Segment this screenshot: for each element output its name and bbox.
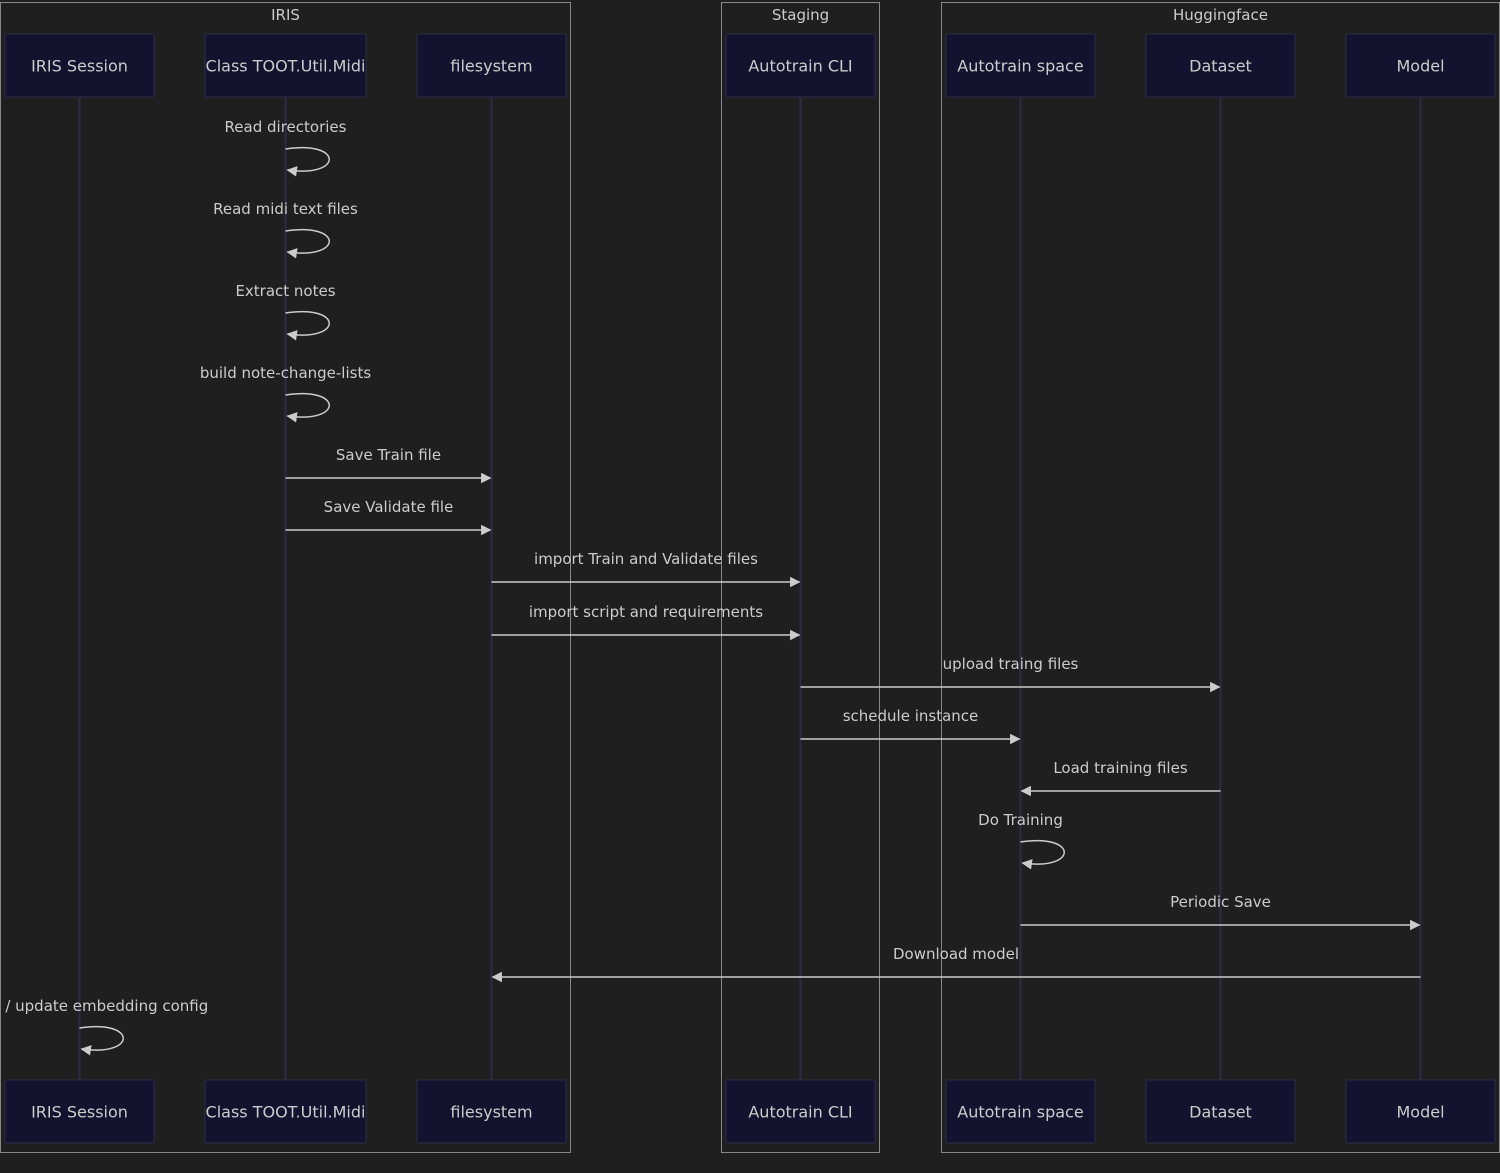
actor-autotrain-space-top[interactable]: Autotrain space bbox=[945, 33, 1096, 98]
message-label: import script and requirements bbox=[529, 603, 763, 621]
actor-box bbox=[4, 33, 155, 98]
message-label: Periodic Save bbox=[1170, 893, 1271, 911]
actor-label: Model bbox=[1396, 57, 1444, 76]
message-4: build note-change-lists bbox=[200, 364, 372, 423]
self-loop-arrow bbox=[285, 146, 330, 177]
actor-model-top[interactable]: Model bbox=[1345, 33, 1496, 98]
group-frame-iris bbox=[0, 2, 571, 1153]
actor-filesystem-bottom[interactable]: filesystem bbox=[416, 1079, 567, 1144]
actor-dataset-bottom[interactable]: Dataset bbox=[1145, 1079, 1296, 1144]
lifelines bbox=[78, 97, 1422, 1080]
actor-box bbox=[204, 33, 367, 98]
message-label: schedule instance bbox=[843, 707, 979, 725]
actor-label: Autotrain CLI bbox=[748, 1103, 852, 1122]
actor-box bbox=[1145, 1079, 1296, 1144]
message-label: Load training files bbox=[1053, 759, 1187, 777]
message-label: Save Validate file bbox=[324, 498, 454, 516]
message-9: upload traing files bbox=[800, 655, 1221, 693]
actor-box bbox=[4, 1079, 155, 1144]
actor-box bbox=[1345, 1079, 1496, 1144]
message-label: Read directories bbox=[225, 118, 347, 136]
actor-label: Class TOOT.Util.Midi bbox=[206, 57, 366, 76]
actor-box bbox=[416, 33, 567, 98]
actor-autotrain-cli-top[interactable]: Autotrain CLI bbox=[725, 33, 876, 98]
actor-box bbox=[945, 1079, 1096, 1144]
message-label: Extract notes bbox=[235, 282, 335, 300]
message-3: Extract notes bbox=[235, 282, 336, 341]
message-label: build note-change-lists bbox=[200, 364, 372, 382]
message-5: Save Train file bbox=[285, 446, 492, 484]
actor-label: Dataset bbox=[1189, 1103, 1252, 1122]
actor-autotrain-cli-bottom[interactable]: Autotrain CLI bbox=[725, 1079, 876, 1144]
message-label: Create / update embedding config bbox=[0, 997, 208, 1015]
actor-box bbox=[725, 1079, 876, 1144]
actor-filesystem-top[interactable]: filesystem bbox=[416, 33, 567, 98]
message-8: import script and requirements bbox=[491, 603, 801, 641]
group-label-huggingface: Huggingface bbox=[1173, 6, 1268, 24]
actor-label: IRIS Session bbox=[31, 1103, 128, 1122]
actor-class-toot-util-midi-bottom[interactable]: Class TOOT.Util.Midi bbox=[204, 1079, 367, 1144]
actor-box bbox=[416, 1079, 567, 1144]
message-14: Download model bbox=[491, 945, 1421, 983]
actor-box bbox=[725, 33, 876, 98]
self-loop-arrow bbox=[285, 228, 330, 259]
actor-label: Autotrain space bbox=[957, 57, 1083, 76]
message-15: Create / update embedding config bbox=[0, 997, 208, 1056]
actor-iris-session-bottom[interactable]: IRIS Session bbox=[4, 1079, 155, 1144]
self-loop-arrow bbox=[79, 1025, 124, 1056]
message-6: Save Validate file bbox=[285, 498, 492, 536]
message-7: import Train and Validate files bbox=[491, 550, 801, 588]
actor-label: Model bbox=[1396, 1103, 1444, 1122]
message-label: Download model bbox=[893, 945, 1019, 963]
message-label: Do Training bbox=[978, 811, 1063, 829]
actor-box bbox=[204, 1079, 367, 1144]
actor-iris-session-top[interactable]: IRIS Session bbox=[4, 33, 155, 98]
actor-model-bottom[interactable]: Model bbox=[1345, 1079, 1496, 1144]
message-11: Load training files bbox=[1020, 759, 1221, 797]
actor-class-toot-util-midi-top[interactable]: Class TOOT.Util.Midi bbox=[204, 33, 367, 98]
actor-label: Autotrain CLI bbox=[748, 57, 852, 76]
actor-box bbox=[945, 33, 1096, 98]
message-label: import Train and Validate files bbox=[534, 550, 758, 568]
message-12: Do Training bbox=[978, 811, 1065, 870]
group-frame-staging bbox=[721, 2, 880, 1153]
actor-label: IRIS Session bbox=[31, 57, 128, 76]
self-loop-arrow bbox=[1020, 839, 1065, 870]
message-label: Save Train file bbox=[336, 446, 441, 464]
group-label-iris: IRIS bbox=[271, 6, 300, 24]
self-loop-arrow bbox=[285, 392, 330, 423]
message-13: Periodic Save bbox=[1020, 893, 1421, 931]
message-2: Read midi text files bbox=[213, 200, 358, 259]
message-label: Read midi text files bbox=[213, 200, 358, 218]
actor-box bbox=[1145, 33, 1296, 98]
actor-label: Class TOOT.Util.Midi bbox=[206, 1103, 366, 1122]
group-label-staging: Staging bbox=[772, 6, 829, 24]
message-label: upload traing files bbox=[943, 655, 1079, 673]
actor-label: Dataset bbox=[1189, 57, 1252, 76]
message-1: Read directories bbox=[225, 118, 347, 177]
self-loop-arrow bbox=[285, 310, 330, 341]
message-10: schedule instance bbox=[800, 707, 1021, 745]
actor-label: filesystem bbox=[450, 57, 532, 76]
actor-dataset-top[interactable]: Dataset bbox=[1145, 33, 1296, 98]
actor-label: filesystem bbox=[450, 1103, 532, 1122]
actor-label: Autotrain space bbox=[957, 1103, 1083, 1122]
actor-box bbox=[1345, 33, 1496, 98]
actor-autotrain-space-bottom[interactable]: Autotrain space bbox=[945, 1079, 1096, 1144]
